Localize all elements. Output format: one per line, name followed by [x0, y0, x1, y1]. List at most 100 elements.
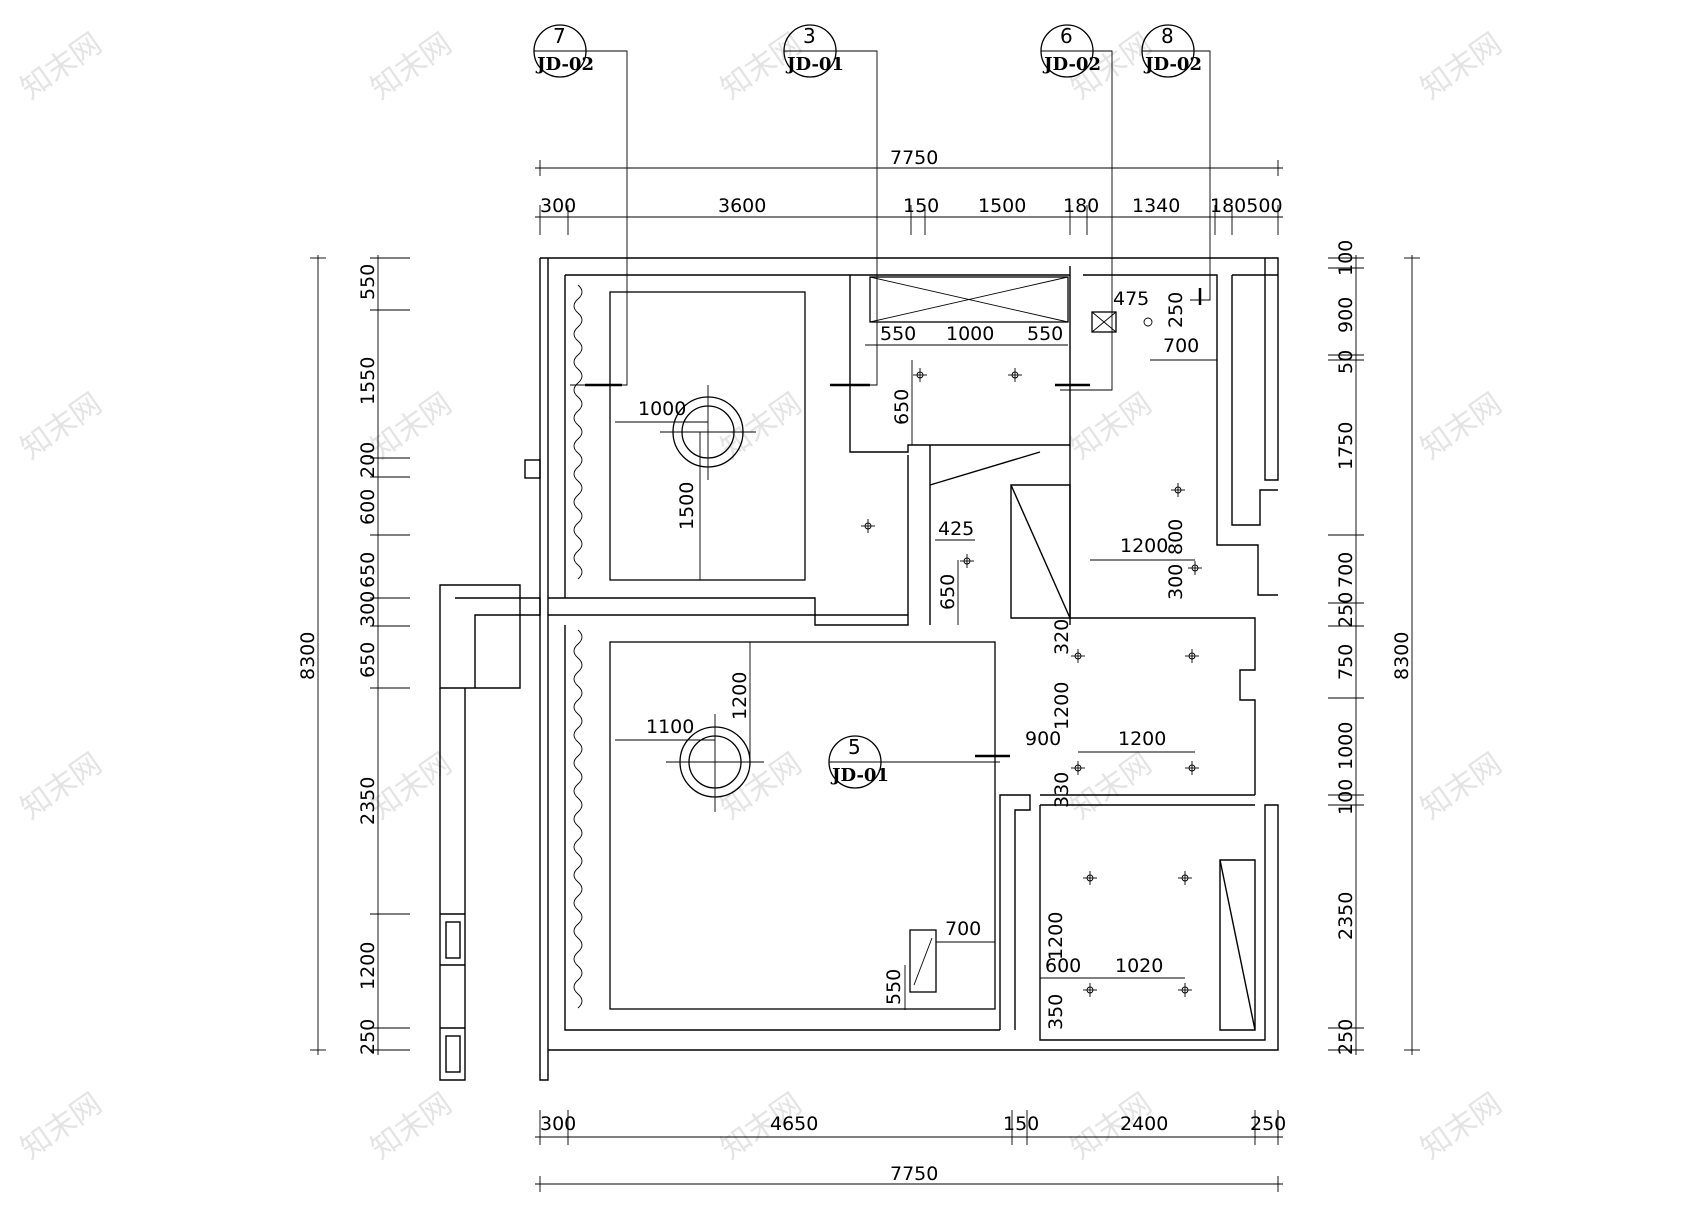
right-ticks: [1328, 257, 1364, 1051]
outer-wall-bottom: [548, 804, 1279, 1051]
tag-7-num: 7: [553, 24, 566, 48]
bottom-dim-1: 4650: [770, 1113, 818, 1135]
top-cabinet: [869, 276, 1069, 323]
ceiling-features: [573, 276, 1153, 1010]
tag-5-num: 5: [848, 735, 861, 759]
balcony-box: [445, 1035, 461, 1073]
dim-250a: 250: [1165, 292, 1187, 328]
section-tag-7: 7 JD-02: [533, 24, 628, 387]
top-dim-3: 1500: [978, 195, 1026, 217]
dim-1500: 1500: [676, 482, 698, 530]
dining-wall: [1070, 617, 1256, 795]
outer-wall-top: [540, 257, 1279, 481]
dim-1200e: 1200: [1045, 912, 1067, 960]
top-dim-5: 1340: [1132, 195, 1180, 217]
downlight-icon: [1071, 649, 1085, 663]
dim-300a: 300: [1165, 564, 1187, 600]
dim-550a: 550: [880, 323, 916, 345]
top-dim-2: 150: [903, 195, 939, 217]
tag-8-num: 8: [1161, 24, 1174, 48]
exhaust-fan: [1091, 311, 1117, 333]
watermark: 知末网: [1065, 386, 1159, 466]
dim-650a: 650: [891, 389, 913, 425]
section-tags: 7 JD-02 3 JD-01 6 JD-02 8 JD-02: [533, 24, 1211, 789]
dim-1200c: 1200: [1118, 728, 1166, 750]
right-dim-3: 1750: [1335, 422, 1357, 470]
left-dim-4: 650: [357, 552, 379, 588]
right-dimensions: 100 900 50 1750 700 250 750 1000 100 235…: [1328, 240, 1420, 1055]
dim-700a: 700: [1163, 335, 1199, 357]
wc-top-wall: [1083, 274, 1218, 362]
closet-wall: [849, 275, 1071, 453]
right-dim-0: 100: [1335, 240, 1357, 276]
bedroom2-wall: [999, 794, 1031, 1030]
wardrobe-diagonal: [1219, 859, 1256, 1031]
dim-475: 475: [1113, 288, 1149, 310]
bottom-dim-0: 300: [540, 1113, 576, 1135]
ac-hatch: [913, 937, 933, 986]
bedroom1-ceiling-panel: [609, 291, 806, 581]
tag-3-ref: JD-01: [785, 54, 844, 75]
dim-1200b: 1200: [1051, 682, 1073, 730]
left-dim-0: 550: [357, 264, 379, 300]
watermark: 知末网: [15, 26, 109, 106]
dim-700b: 700: [945, 918, 981, 940]
living-room-wall: [564, 625, 1000, 1031]
tag-5-ref: JD-01: [830, 765, 889, 786]
left-dim-5: 300: [357, 591, 379, 627]
dim-425: 425: [938, 518, 974, 540]
entry-diagonal: [929, 451, 1041, 486]
watermark: 知末网: [1415, 746, 1509, 826]
bedroom1-bottom-wall: [548, 455, 909, 626]
downlight-icon: [1083, 871, 1097, 885]
balcony-dividers: [440, 913, 465, 1029]
kitchen-diagonal: [1010, 484, 1071, 619]
bottom-dim-2: 150: [1003, 1113, 1039, 1135]
right-dim-8: 100: [1335, 779, 1357, 815]
right-dim-7: 1000: [1335, 722, 1357, 770]
dim-overall-bottom: 7750: [890, 1163, 938, 1185]
tag-6-num: 6: [1060, 24, 1073, 48]
curtain-living: [573, 629, 583, 1009]
downlight-icon: [1185, 761, 1199, 775]
left-dim-6: 650: [357, 642, 379, 678]
right-dim-5: 250: [1335, 592, 1357, 628]
living-ceiling-panel: [609, 641, 996, 1010]
downlight-icon: [861, 519, 875, 533]
left-ticks: [370, 257, 410, 1051]
watermark: 知末网: [15, 1086, 109, 1166]
dim-900: 900: [1025, 728, 1061, 750]
watermark: 知末网: [715, 386, 809, 466]
bottom-dimensions: 300 4650 150 2400 250 7750: [535, 1110, 1286, 1192]
dim-650b: 650: [937, 574, 959, 610]
bottom-dim-3: 2400: [1120, 1113, 1168, 1135]
section-tag-8: 8 JD-02: [1141, 24, 1211, 305]
cabinet-x: [869, 276, 1069, 323]
tag-8-ref: JD-02: [1143, 54, 1202, 75]
watermark: 知末网: [1065, 746, 1159, 826]
tag-3-num: 3: [803, 24, 816, 48]
downlight-icon: [1171, 483, 1185, 497]
downlight-icon: [1071, 761, 1085, 775]
dim-330: 330: [1051, 772, 1073, 808]
right-dim-4: 700: [1335, 552, 1357, 588]
wc-right-wall: [1216, 362, 1278, 596]
dim-1000b: 1000: [638, 398, 686, 420]
watermark: 知末网: [15, 746, 109, 826]
bottom-dim-4: 250: [1250, 1113, 1286, 1135]
balcony-box: [445, 921, 461, 959]
top-dim-0: 300: [540, 195, 576, 217]
downlight-icon: [1178, 871, 1192, 885]
top-dim-1: 3600: [718, 195, 766, 217]
section-tag-5: 5 JD-01: [828, 735, 1010, 789]
dim-1200a: 1200: [1120, 535, 1168, 557]
dim-600: 600: [1045, 955, 1081, 977]
dim-1100: 1100: [646, 716, 694, 738]
top-dimensions: 7750 300 3600 150 1500 180 1340 180500: [535, 147, 1283, 235]
top-dim-6: 180500: [1210, 195, 1283, 217]
tag-6-ref: JD-02: [1042, 54, 1101, 75]
downlight-icon: [1083, 983, 1097, 997]
dim-800: 800: [1165, 519, 1187, 555]
downlight-icon: [1178, 983, 1192, 997]
